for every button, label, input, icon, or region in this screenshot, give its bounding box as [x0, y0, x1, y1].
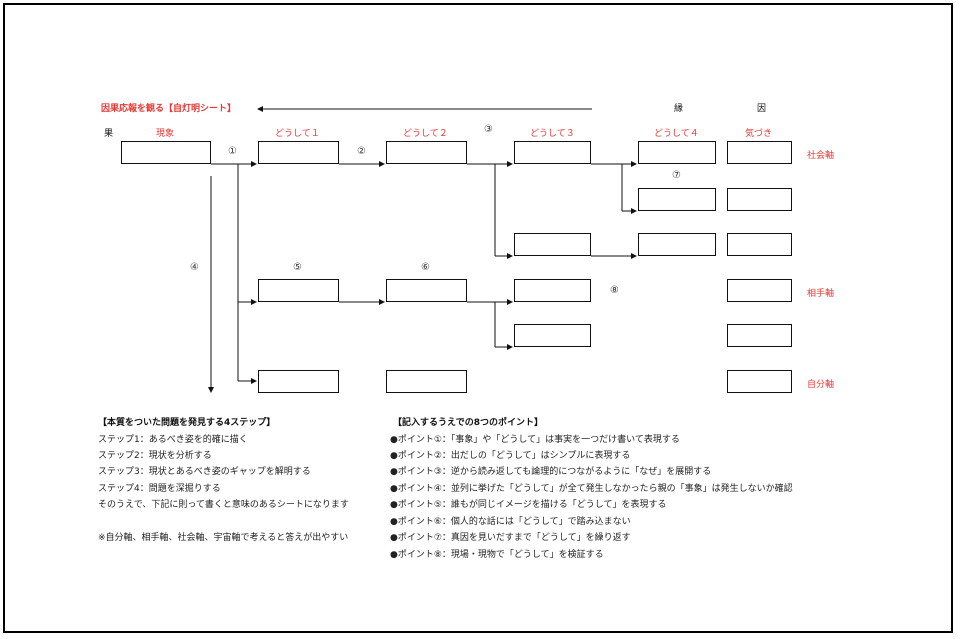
box-r1-why3[interactable] [514, 141, 591, 164]
point-item: ●ポイント②：出だしの「どうして」はシンプルに表現する [390, 451, 631, 461]
header-kizuki: 気づき [745, 129, 773, 139]
point-item: ●ポイント⑧：現場・現物で「どうして」を検証する [390, 550, 604, 560]
box-r1-why2[interactable] [386, 141, 467, 164]
box-r3-kizuki[interactable] [727, 233, 792, 256]
box-r4-why3[interactable] [514, 279, 591, 302]
point-item: ●ポイント③：逆から読み返しても論理的につながるように「なぜ」を展開する [390, 467, 712, 477]
box-r1-kizuki[interactable] [727, 141, 792, 164]
step-item: ステップ2：現状を分析する [98, 451, 212, 461]
step-item: ステップ4：問題を深掘りする [98, 484, 221, 494]
marker-4: ④ [190, 262, 199, 273]
marker-5: ⑤ [293, 262, 302, 273]
header-en: 縁 [674, 104, 684, 114]
box-r3-why4[interactable] [638, 233, 716, 256]
point-item: ●ポイント⑤：誰もが同じイメージを描ける「どうして」を表現する [390, 500, 667, 510]
points-title: 【記入するうえでの8つのポイント】 [393, 418, 543, 428]
marker-6: ⑥ [421, 262, 430, 273]
steps-note: ※自分軸、相手軸、社会軸、宇宙軸で考えると答えが出やすい [98, 533, 349, 543]
box-r4-kizuki[interactable] [727, 279, 792, 302]
box-r4-why2[interactable] [386, 279, 467, 302]
header-doushite3: どうして３ [530, 129, 575, 139]
box-r1-why4[interactable] [638, 141, 716, 164]
header-doushite2: どうして２ [403, 129, 448, 139]
step-item: ステップ1：あるべき姿を的確に描く [98, 435, 248, 445]
point-item: ●ポイント⑥：個人的な話には「どうして」で踏み込まない [390, 517, 631, 527]
point-item: ●ポイント⑦：真因を見いだすまで「どうして」を繰り返す [390, 533, 631, 543]
box-r6-kizuki[interactable] [727, 370, 792, 393]
axis-shakai: 社会軸 [807, 151, 835, 161]
header-genshou: 現象 [156, 129, 175, 139]
point-item: ●ポイント④：並列に挙げた「どうして」が全て発生しなかったら親の「事象」は発生し… [390, 484, 793, 494]
header-in: 因 [757, 104, 767, 114]
marker-7: ⑦ [672, 170, 681, 181]
marker-8: ⑧ [610, 285, 619, 296]
marker-1: ① [228, 146, 237, 157]
sheet-title: 因果応報を観る【自灯明シート】 [101, 104, 237, 114]
marker-3: ③ [484, 124, 493, 135]
header-ka: 果 [104, 129, 114, 139]
box-r2-kizuki[interactable] [727, 188, 792, 211]
box-r6-why2[interactable] [386, 370, 467, 393]
step-item: ステップ3：現状とあるべき姿のギャップを解明する [98, 467, 311, 477]
box-r3-why3[interactable] [514, 233, 591, 256]
page-frame [3, 3, 953, 633]
box-r5-kizuki[interactable] [727, 324, 792, 347]
step-item: そのうえで、下記に則って書くと意味のあるシートになります [98, 500, 349, 510]
axis-aite: 相手軸 [807, 289, 835, 299]
box-genshou[interactable] [121, 141, 211, 164]
box-r5-why3[interactable] [514, 324, 591, 347]
box-r2-why4[interactable] [638, 188, 716, 211]
box-r6-why1[interactable] [258, 370, 339, 393]
header-doushite4: どうして４ [654, 129, 699, 139]
box-r1-why1[interactable] [258, 141, 339, 164]
point-item: ●ポイント①：「事象」や「どうして」は事実を一つだけ書いて表現する [390, 435, 680, 445]
header-doushite1: どうして１ [275, 129, 320, 139]
marker-2: ② [357, 146, 366, 157]
steps-title: 【本質をついた問題を発見する4ステップ】 [98, 418, 276, 428]
axis-jibun: 自分軸 [807, 380, 835, 390]
box-r4-why1[interactable] [258, 279, 339, 302]
